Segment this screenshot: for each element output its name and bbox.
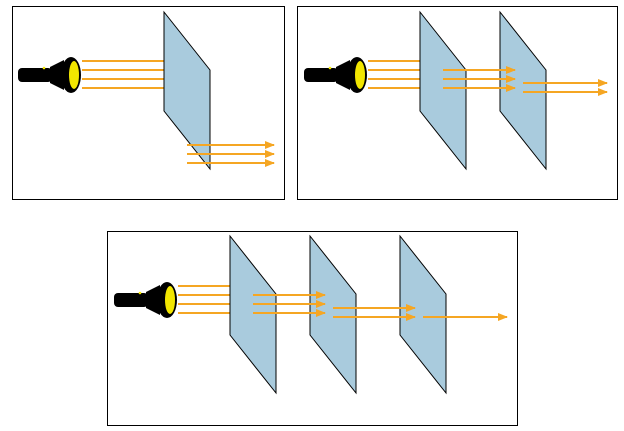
flashlight-neck xyxy=(146,285,160,315)
flashlight-lens xyxy=(355,61,365,89)
flashlight-switch xyxy=(328,66,332,70)
polarizer-sheet xyxy=(419,10,467,171)
polarizer-sheet xyxy=(229,234,277,395)
panel-two-polarizers xyxy=(297,6,618,200)
flashlight-handle xyxy=(304,68,338,82)
flashlight-handle xyxy=(18,68,52,82)
flashlight-icon xyxy=(18,57,81,93)
polarizer-sheet xyxy=(309,234,357,395)
flashlight-handle xyxy=(114,293,148,307)
panel-one-polarizer xyxy=(12,6,285,200)
flashlight-neck xyxy=(50,60,64,90)
polarizer-sheet xyxy=(399,234,447,395)
polarizer-sheet xyxy=(163,10,211,171)
flashlight-icon xyxy=(114,282,177,318)
flashlight-lens xyxy=(165,286,175,314)
flashlight-lens xyxy=(69,61,79,89)
flashlight-switch xyxy=(138,291,142,295)
panel-frame xyxy=(12,6,285,200)
flashlight-neck xyxy=(336,60,350,90)
panel-three-polarizers xyxy=(107,231,518,426)
flashlight-switch xyxy=(42,66,46,70)
flashlight-icon xyxy=(304,57,367,93)
